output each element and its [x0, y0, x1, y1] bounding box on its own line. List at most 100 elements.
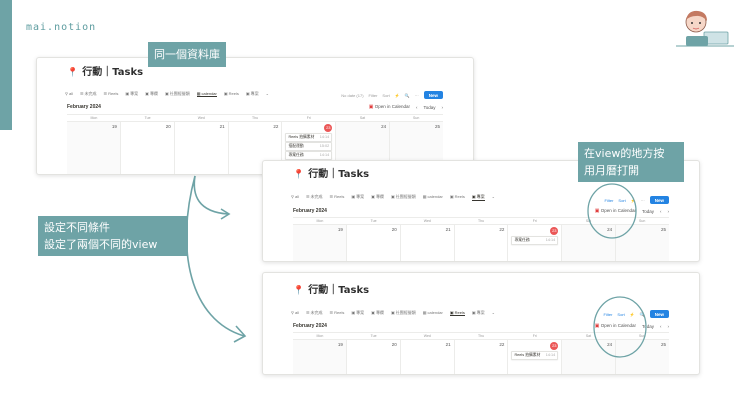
- next-icon[interactable]: ›: [667, 323, 670, 329]
- day-cell[interactable]: 20: [345, 340, 400, 374]
- new-button[interactable]: New: [423, 91, 443, 99]
- sort-button[interactable]: Sort: [382, 92, 390, 98]
- tab-incomplete[interactable]: ☰未完成: [79, 91, 97, 96]
- next-icon[interactable]: ›: [441, 104, 444, 110]
- tab-projects[interactable]: ▣專案: [351, 194, 365, 199]
- new-button[interactable]: New: [649, 310, 669, 318]
- day-cell[interactable]: 20: [345, 225, 400, 261]
- arrow-to-view-2: [185, 175, 245, 337]
- filter-button[interactable]: Filter: [368, 92, 378, 98]
- calendar-controls: ▣ Open in Calendar Today ‹ ›: [595, 208, 669, 214]
- tab-calendar[interactable]: ▦calendar: [422, 194, 443, 199]
- tab-column[interactable]: ▣專欄: [371, 310, 384, 315]
- day-cell[interactable]: 22: [227, 122, 282, 174]
- more-icon[interactable]: ···: [640, 197, 645, 203]
- brand-logo: mai.notion: [26, 22, 97, 33]
- tab-reels[interactable]: ☰Reels: [103, 91, 119, 96]
- day-cell[interactable]: 20: [119, 122, 174, 174]
- prev-icon[interactable]: ‹: [660, 323, 662, 329]
- tab-incomplete[interactable]: ☰未完成: [305, 310, 323, 315]
- calendar-controls: ▣ Open in Calendar Today ‹ ›: [595, 323, 669, 329]
- chevron-down-icon[interactable]: ⌄: [265, 91, 269, 96]
- new-button[interactable]: New: [649, 196, 669, 204]
- tab-all[interactable]: ⚲all: [65, 91, 73, 96]
- day-cell[interactable]: 21: [399, 225, 454, 261]
- tab-community[interactable]: ▣社團經營類: [164, 91, 190, 96]
- filter-button[interactable]: Filter: [604, 197, 614, 203]
- search-icon[interactable]: 🔍: [404, 92, 410, 98]
- tab-projects[interactable]: ▣專案: [125, 91, 139, 96]
- today-button[interactable]: Today: [641, 208, 654, 214]
- automation-icon[interactable]: ⚡: [394, 92, 400, 98]
- sort-button[interactable]: Sort: [618, 197, 626, 203]
- tab-all[interactable]: ⚲all: [291, 194, 299, 199]
- tab-projects-2[interactable]: ▣專案: [471, 194, 485, 201]
- tab-calendar[interactable]: ▦calendar: [196, 91, 217, 97]
- month-label: February 2024: [293, 208, 327, 214]
- prev-icon[interactable]: ‹: [415, 104, 418, 110]
- day-cell[interactable]: 19: [293, 340, 346, 374]
- sort-button[interactable]: Sort: [617, 311, 625, 317]
- tab-community[interactable]: ▣社團經營類: [390, 310, 416, 315]
- tab-reels-2[interactable]: ▣Reels: [223, 91, 239, 96]
- day-cell[interactable]: 22: [453, 225, 508, 261]
- tab-reels-2[interactable]: ▣Reels: [449, 194, 465, 199]
- tab-projects-2[interactable]: ▣專案: [245, 91, 259, 96]
- tab-calendar[interactable]: ▦calendar: [422, 310, 443, 315]
- tab-community[interactable]: ▣社團經營類: [390, 194, 416, 199]
- chevron-down-icon[interactable]: ⌄: [491, 194, 495, 199]
- day-cell[interactable]: 19: [293, 225, 346, 261]
- tab-incomplete[interactable]: ☰未完成: [305, 194, 323, 199]
- view-tabs: ⚲all ☰未完成 ☰Reels ▣專案 ▣專欄 ▣社團經營類 ▦calenda…: [291, 310, 495, 316]
- more-icon[interactable]: ···: [414, 92, 419, 98]
- today-button[interactable]: Today: [641, 323, 654, 329]
- label-same-database: 同一個資料庫: [148, 42, 226, 67]
- chevron-down-icon[interactable]: ⌄: [491, 310, 495, 315]
- day-cell[interactable]: 24: [561, 340, 616, 374]
- day-cell[interactable]: 21: [173, 122, 228, 174]
- open-in-calendar-button[interactable]: ▣ Open in Calendar: [594, 208, 636, 214]
- tab-reels-2[interactable]: ▣Reels: [449, 310, 465, 316]
- day-cell[interactable]: 24: [561, 225, 616, 261]
- tab-reels[interactable]: ☰Reels: [329, 194, 345, 199]
- filter-button[interactable]: Filter: [603, 311, 613, 317]
- tab-all[interactable]: ⚲all: [291, 310, 299, 315]
- label-view-tip: 在view的地方按 用月曆打開: [578, 142, 684, 182]
- tab-projects[interactable]: ▣專案: [351, 310, 365, 315]
- tab-projects-2[interactable]: ▣專案: [471, 310, 485, 315]
- page-title: 📍行動｜Tasks: [293, 285, 370, 296]
- open-in-calendar-button[interactable]: ▣ Open in Calendar: [594, 323, 636, 329]
- no-date-button[interactable]: No date (17): [341, 92, 364, 98]
- open-in-calendar-button[interactable]: ▣ Open in Calendar: [368, 104, 410, 110]
- day-cell[interactable]: 25: [615, 225, 670, 261]
- pin-icon: 📍: [67, 68, 79, 78]
- next-icon[interactable]: ›: [667, 208, 670, 214]
- day-cell[interactable]: 21: [399, 340, 454, 374]
- search-icon[interactable]: 🔍: [639, 311, 645, 317]
- automation-icon[interactable]: ⚡: [630, 197, 636, 203]
- day-cell[interactable]: 22: [453, 340, 508, 374]
- accent-bar: [0, 0, 12, 130]
- tab-reels[interactable]: ☰Reels: [329, 310, 345, 315]
- pin-icon: 📍: [293, 170, 305, 180]
- tab-column[interactable]: ▣專欄: [371, 194, 384, 199]
- day-cell[interactable]: 25: [615, 340, 670, 374]
- today-button[interactable]: Today: [423, 104, 436, 110]
- day-cell[interactable]: 19: [67, 122, 120, 174]
- tab-column[interactable]: ▣專欄: [145, 91, 158, 96]
- prev-icon[interactable]: ‹: [660, 208, 662, 214]
- automation-icon[interactable]: ⚡: [629, 311, 635, 317]
